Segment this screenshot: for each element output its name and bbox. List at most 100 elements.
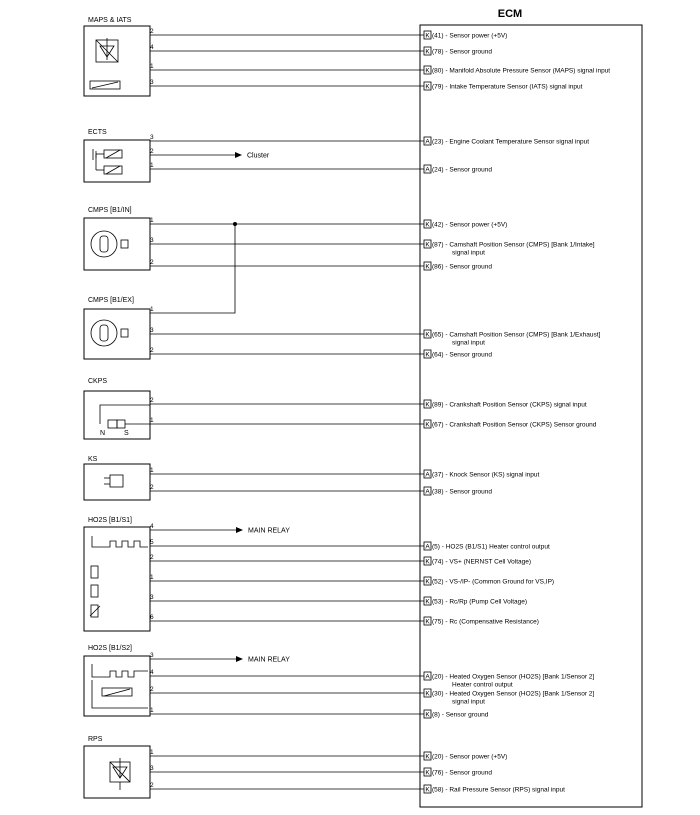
pin-number: 3 <box>150 79 154 86</box>
pin-number: 5 <box>150 539 154 546</box>
sensor-4-label: CKPS <box>88 378 107 385</box>
wires <box>83 25 432 799</box>
pin-number: 2 <box>150 782 154 789</box>
arrow-icon <box>235 152 242 158</box>
terminal-letter: K <box>425 787 430 794</box>
terminal-letter: A <box>425 544 430 551</box>
ecm-pin-description: (89) - Crankshaft Position Sensor (CKPS)… <box>432 402 587 409</box>
cmps-power-junction <box>150 221 237 314</box>
maps-iats-symbol <box>89 38 121 90</box>
ecm-pin-description: (53) - Rc/Rp (Pump Cell Voltage) <box>432 599 527 606</box>
ecm-pin-description: (80) - Manifold Absolute Pressure Sensor… <box>432 68 610 75</box>
connector-terminal <box>423 239 432 249</box>
ecm-pin-description: (41) - Sensor power (+5V) <box>432 33 507 40</box>
ecm-pin-description: (67) - Crankshaft Position Sensor (CKPS)… <box>432 422 597 429</box>
sensor-2-label: CMPS [B1/IN] <box>88 207 132 214</box>
connector-terminal <box>423 784 432 794</box>
ho2s-s1-symbol <box>89 536 148 618</box>
ecm-pin-description: (5) - HO2S (B1/S1) Heater control output <box>432 544 550 551</box>
terminal-letter: K <box>425 559 430 566</box>
sensor-8-label: RPS <box>88 736 103 743</box>
ecm-pin-description-cont: signal input <box>452 340 485 347</box>
terminal-letter: K <box>425 619 430 626</box>
terminal-letter: K <box>425 49 430 56</box>
sensor-0-box <box>83 25 151 97</box>
sensor-3-label: CMPS [B1/EX] <box>88 297 134 304</box>
ecm-pin-description-cont: Heater control output <box>452 682 513 689</box>
terminal-letter: K <box>425 222 430 229</box>
arrow-icon <box>236 527 243 533</box>
sensor-7-box <box>83 655 151 717</box>
arrow-icon <box>236 656 243 662</box>
ecm-pin-description: (8) - Sensor ground <box>432 712 489 719</box>
pin-number: 2 <box>150 554 154 561</box>
pin-number: 2 <box>150 484 154 491</box>
pin-number: 3 <box>150 134 154 141</box>
rps-symbol <box>109 758 131 790</box>
pin-number: 6 <box>150 614 154 621</box>
ecm-pin-description: (78) - Sensor ground <box>432 49 492 56</box>
terminal-letter: A <box>425 472 430 479</box>
terminal-letter: K <box>425 33 430 40</box>
sensor-0-label: MAPS & IATS <box>88 17 132 24</box>
connector-terminal <box>423 616 432 626</box>
terminal-letter: A <box>425 139 430 146</box>
terminal-letter: K <box>425 579 430 586</box>
pin-number: 2 <box>150 397 154 404</box>
connector-terminal <box>423 329 432 339</box>
connector-terminal <box>423 219 432 229</box>
ecm-pin-description: (58) - Rail Pressure Sensor (RPS) signal… <box>432 787 565 794</box>
connector-terminal <box>423 751 432 761</box>
pin-number: 2 <box>150 28 154 35</box>
terminal-letter: K <box>425 68 430 75</box>
terminal-letter: K <box>425 332 430 339</box>
pin-number: 3 <box>150 327 154 334</box>
pin-number: 2 <box>150 259 154 266</box>
ecm-pin-description-cont: signal input <box>452 250 485 257</box>
connector-terminal <box>423 469 432 479</box>
pin-number: 1 <box>150 749 154 756</box>
ecm-title: ECM <box>498 8 522 20</box>
ecm-pin-description: (74) - VS+ (NERNST Cell Voltage) <box>432 559 531 566</box>
ecm-box <box>419 24 643 808</box>
sensor-8-box <box>83 745 151 799</box>
pin-number: 3 <box>150 652 154 659</box>
terminal-letter: K <box>425 264 430 271</box>
terminal-letter: K <box>425 712 430 719</box>
pin-number: 3 <box>150 765 154 772</box>
external-destination-label: MAIN RELAY <box>248 528 290 535</box>
sensor-6-box <box>83 526 151 632</box>
ecm-pin-description: (65) - Camshaft Position Sensor (CMPS) [… <box>432 332 601 339</box>
terminal-letter: K <box>425 422 430 429</box>
pin-number: 2 <box>150 347 154 354</box>
ckps-s-label: S <box>124 430 129 437</box>
ecm-pin-description: (37) - Knock Sensor (KS) signal input <box>432 472 539 479</box>
connector-terminal <box>423 46 432 56</box>
sensor-4-box <box>83 390 151 440</box>
pin-number: 1 <box>150 306 154 313</box>
ecm-pin-description: (42) - Sensor power (+5V) <box>432 222 507 229</box>
terminal-letter: K <box>425 84 430 91</box>
ecm-pin-description: (30) - Heated Oxygen Sensor (HO2S) [Bank… <box>432 691 594 698</box>
ecm-pin-description-cont: signal input <box>452 699 485 706</box>
ecm-pin-description: (75) - Rc (Compensative Resistance) <box>432 619 539 626</box>
ecm-pin-description: (79) - Intake Temperature Sensor (IATS) … <box>432 84 583 91</box>
pin-number: 3 <box>150 237 154 244</box>
ecm-pin-description: (52) - VS-/IP- (Common Ground for VS,IP) <box>432 579 554 586</box>
pin-number: 1 <box>150 467 154 474</box>
external-destination-label: MAIN RELAY <box>248 657 290 664</box>
pin-number: 1 <box>150 217 154 224</box>
connector-terminal <box>423 164 432 174</box>
pin-number: 3 <box>150 594 154 601</box>
pin-number: 1 <box>150 63 154 70</box>
terminal-letter: K <box>425 352 430 359</box>
terminal-letter: K <box>425 599 430 606</box>
terminal-letter: A <box>425 674 430 681</box>
cmps-ex-symbol <box>90 319 129 347</box>
terminal-letter: K <box>425 691 430 698</box>
sensor-5-box <box>83 463 151 501</box>
sensor-1-box <box>83 139 151 183</box>
connector-terminal <box>423 709 432 719</box>
connector-terminal <box>423 556 432 566</box>
